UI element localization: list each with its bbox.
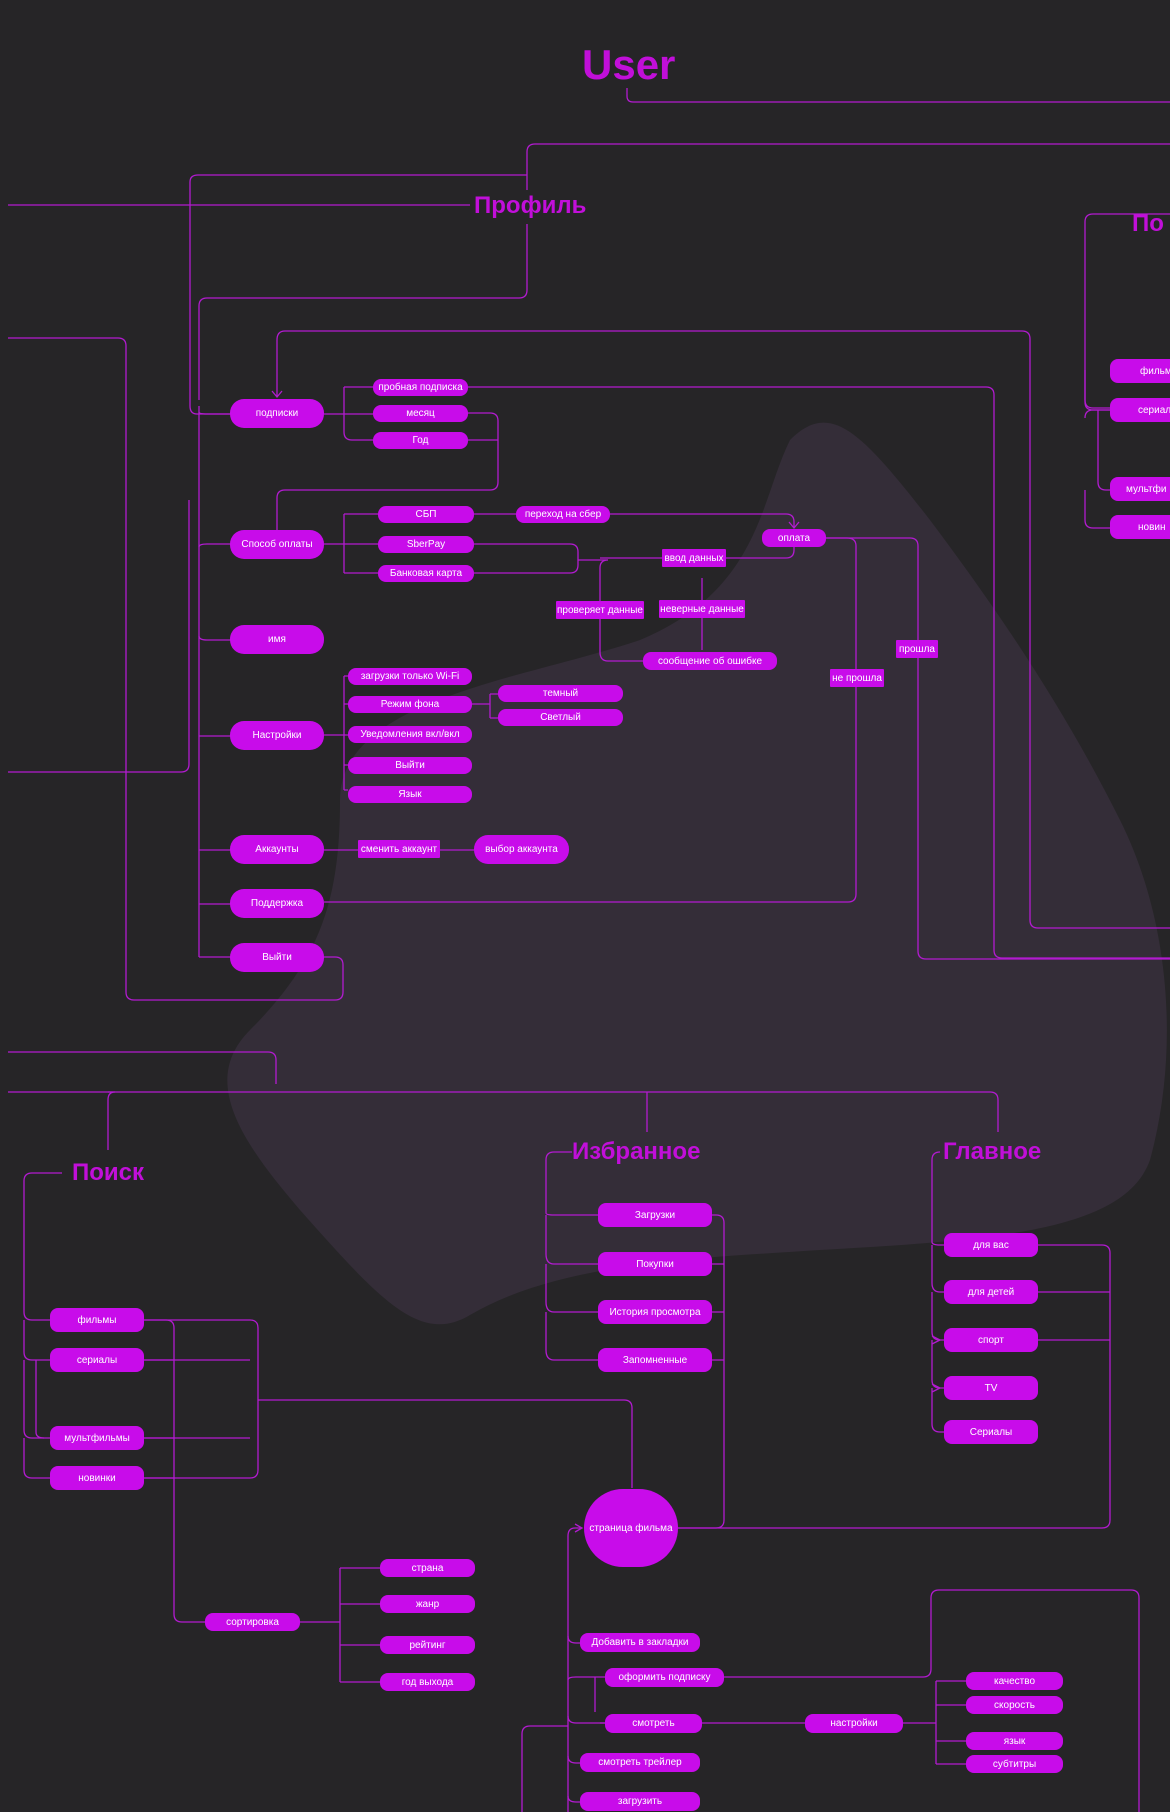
trial-subscription-node[interactable]: пробная подписка [373,379,468,396]
fav-downloads-node[interactable]: Загрузки [598,1203,712,1227]
to-sber-node[interactable]: переход на сбер [516,506,610,523]
search-heading: Поиск [72,1159,145,1186]
main-kids-node[interactable]: для детей [944,1280,1038,1304]
main-for-you-node[interactable]: для вас [944,1233,1038,1257]
wrong-data-node: неверные данные [659,600,745,618]
main-heading: Главное [943,1138,1042,1165]
year-node[interactable]: Год [373,432,468,449]
notifications-node[interactable]: Уведомления вкл/вкл [348,726,472,743]
search-cartoons-node[interactable]: мультфильмы [50,1426,144,1450]
user-heading: User [582,41,676,88]
failed-label: не прошла [830,669,884,687]
background-mode-node[interactable]: Режим фона [348,696,472,713]
name-node[interactable]: имя [230,625,324,654]
add-bookmark-node[interactable]: Добавить в закладки [580,1633,700,1652]
change-account-node[interactable]: сменить аккаунт [358,840,440,858]
bank-card-node[interactable]: Банковая карта [378,565,474,582]
fav-saved-node[interactable]: Запомненные [598,1348,712,1372]
error-message-node[interactable]: сообщение об ошибке [643,652,777,670]
subscribe-node[interactable]: оформить подписку [605,1668,724,1687]
pay-node[interactable]: оплата [762,529,826,547]
right-new-node[interactable]: новин [1110,515,1170,539]
favorites-heading: Избранное [572,1138,701,1165]
choose-account-node[interactable]: выбор аккаунта [474,835,569,864]
settings-node[interactable]: Настройки [230,721,324,750]
support-node[interactable]: Поддержка [230,889,324,918]
right-film-node[interactable]: фильм [1110,359,1170,383]
watch-trailer-node[interactable]: смотреть трейлер [580,1753,700,1772]
passed-label: прошла [896,640,938,658]
checks-data-node: проверяет данные [556,601,644,619]
sberpay-node[interactable]: SberPay [378,536,474,553]
search-new-node[interactable]: новинки [50,1466,144,1490]
player-settings-node[interactable]: настройки [805,1714,903,1733]
film-page-node[interactable]: страница фильма [584,1489,678,1567]
month-node[interactable]: месяц [373,405,468,422]
settings-logout-node[interactable]: Выйти [348,757,472,774]
search-series-node[interactable]: сериалы [50,1348,144,1372]
quality-node[interactable]: качество [966,1672,1063,1690]
sort-node[interactable]: сортировка [205,1613,300,1631]
main-sport-node[interactable]: спорт [944,1328,1038,1352]
right-cut-heading: По [1132,210,1164,237]
sort-year-node[interactable]: год выхода [380,1673,475,1691]
download-node[interactable]: загрузить [580,1792,700,1811]
search-films-node[interactable]: фильмы [50,1308,144,1332]
dark-theme-node[interactable]: темный [498,685,623,702]
light-theme-node[interactable]: Светлый [498,709,623,726]
language-node[interactable]: Язык [348,786,472,803]
sort-genre-node[interactable]: жанр [380,1595,475,1613]
sort-rating-node[interactable]: рейтинг [380,1636,475,1654]
right-series-node[interactable]: сериал [1110,398,1170,422]
logout-node[interactable]: Выйти [230,943,324,972]
main-tv-node[interactable]: TV [944,1376,1038,1400]
subscriptions-node[interactable]: подписки [230,399,324,428]
right-cartoons-node[interactable]: мультфи [1110,477,1170,501]
payment-method-node[interactable]: Способ оплаты [230,530,324,559]
fav-purchases-node[interactable]: Покупки [598,1252,712,1276]
fav-history-node[interactable]: История просмотра [598,1300,712,1324]
wifi-downloads-node[interactable]: загрузки только Wi-Fi [348,668,472,685]
watch-node[interactable]: смотреть [605,1714,702,1733]
language-player-node[interactable]: язык [966,1732,1063,1750]
sbp-node[interactable]: СБП [378,506,474,523]
main-series-node[interactable]: Сериалы [944,1420,1038,1444]
sort-country-node[interactable]: страна [380,1559,475,1577]
profile-heading: Профиль [474,192,587,219]
subtitles-node[interactable]: субтитры [966,1755,1063,1773]
accounts-node[interactable]: Аккаунты [230,835,324,864]
data-entry-node[interactable]: ввод данных [662,549,726,567]
speed-node[interactable]: скорость [966,1696,1063,1714]
